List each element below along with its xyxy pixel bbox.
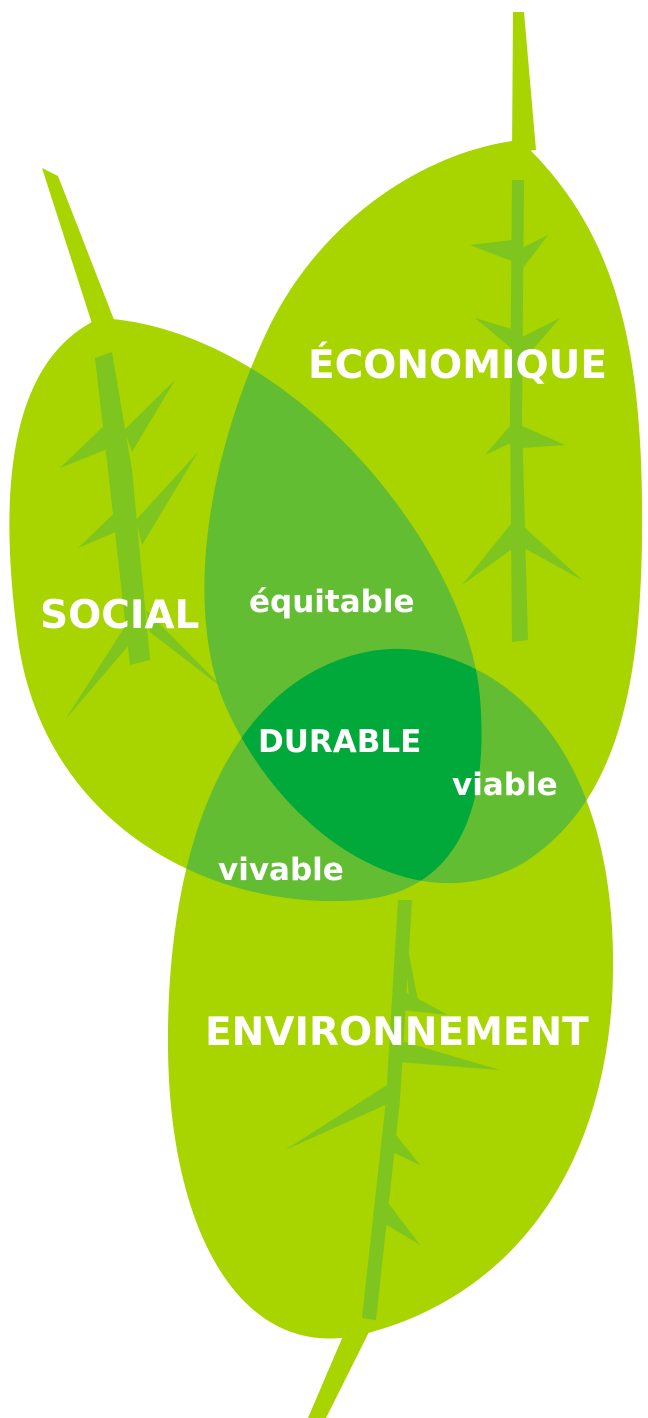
- social-label: SOCIAL: [40, 593, 199, 638]
- economique-leaf-veins: [462, 180, 582, 642]
- environnement-leaf-stem: [308, 1315, 375, 1418]
- vivable-label: vivable: [218, 852, 344, 888]
- social-leaf-stem: [42, 168, 118, 336]
- equitable-label: équitable: [249, 584, 415, 620]
- environnement-leaf-veins: [285, 900, 500, 1320]
- environnement-label: ENVIRONNEMENT: [205, 1010, 589, 1055]
- economique-leaf-stem: [512, 12, 536, 152]
- durable-label: DURABLE: [258, 724, 421, 760]
- economique-label: ÉCONOMIQUE: [308, 341, 607, 388]
- viable-label: viable: [452, 767, 558, 803]
- social-leaf-veins: [60, 352, 225, 720]
